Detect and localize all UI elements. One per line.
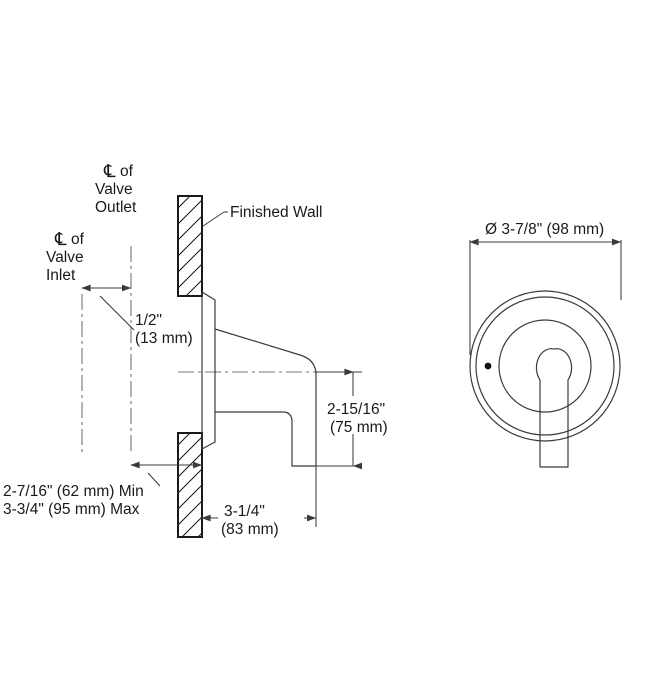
dim-wall-depth-min: 2-7/16" (62 mm) Min [3,483,144,500]
set-screw-dot [484,362,492,370]
wall-outline-lower [177,432,203,538]
dimension-escutcheon-diameter: Ø 3-7/8" (98 mm) [469,221,622,355]
dim-offset-leader [99,295,135,331]
finished-wall-leader-line [202,211,225,227]
cl-symbol-outlet: ℄ [103,161,116,181]
escutcheon-rim-bottom [201,441,216,450]
dim-height-value-inch: 2-15/16" [327,401,385,418]
dimension-handle-height: 2-15/16" (75 mm) [316,368,388,470]
cl-outlet-line1: of [120,163,134,180]
label-centerline-valve-outlet: ℄ of Valve Outlet [95,161,137,216]
handle-upper-profile [214,328,317,373]
wall-outline-upper [177,195,203,297]
dim-projection-text-mask [218,504,304,538]
dim-wall-depth-max: 3-3/4" (95 mm) Max [3,501,140,518]
dim-offset-value-mm: (13 mm) [135,330,193,347]
cl-outlet-line3: Outlet [95,199,137,216]
dimension-inlet-outlet-offset: 1/2" (13 mm) [81,284,193,347]
cl-symbol-inlet: ℄ [54,229,67,249]
lever-handle [535,348,573,468]
cl-inlet-line1: of [71,231,85,248]
dim-diameter-value: Ø 3-7/8" (98 mm) [485,221,604,238]
cl-inlet-line2: Valve [46,249,84,266]
label-finished-wall: Finished Wall [202,204,322,227]
escutcheon-inner-disc [498,319,592,413]
escutcheon-outer-circle [469,290,621,442]
label-centerline-valve-inlet: ℄ of Valve Inlet [46,229,85,284]
cl-outlet-line2: Valve [95,181,133,198]
dim-wall-depth-leader [147,472,161,487]
front-escutcheon-view: Ø 3-7/8" (98 mm) [469,221,622,468]
finished-wall-upper-segment [177,195,203,297]
profile-section-view: ℄ of Valve Outlet ℄ of Valve Inlet Finis… [3,161,388,538]
escutcheon-bevel-ring [475,296,615,436]
dim-projection-value-mm: (83 mm) [221,521,279,538]
dim-height-value-mm: (75 mm) [330,419,388,436]
dim-offset-value-inch: 1/2" [135,312,162,329]
dim-height-text-mask [326,396,382,434]
dimension-projection-depth: 3-1/4" (83 mm) [201,466,317,538]
wall-hatch-upper [178,196,202,296]
valve-trim-body-profile [201,291,317,467]
finished-wall-label: Finished Wall [230,204,322,221]
dim-projection-value-inch: 3-1/4" [224,503,265,520]
escutcheon-rim-top [201,291,216,301]
dimension-wall-depth-range: 2-7/16" (62 mm) Min 3-3/4" (95 mm) Max [3,461,203,518]
handle-lower-profile [214,411,317,467]
cl-inlet-line3: Inlet [46,267,76,284]
